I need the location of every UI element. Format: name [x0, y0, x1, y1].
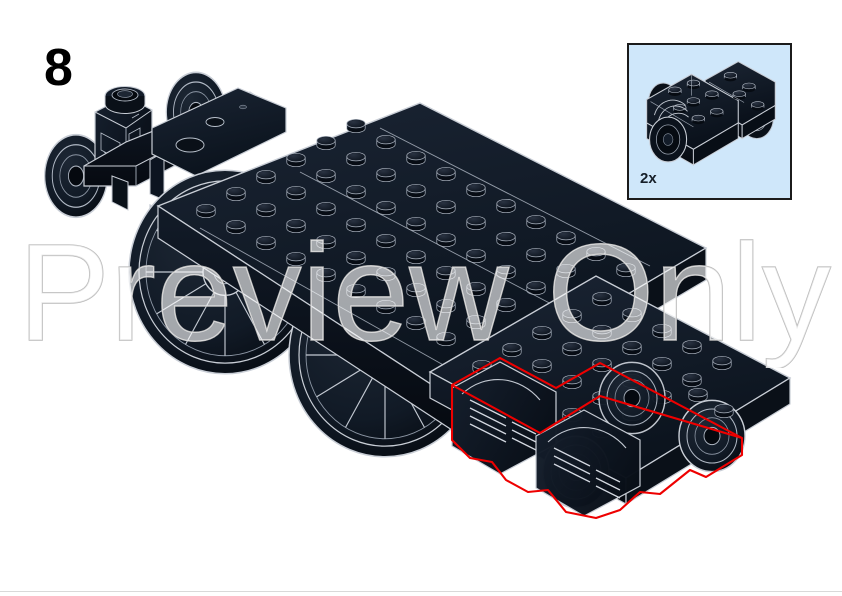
callout-wheel-front	[649, 116, 688, 163]
footer-divider	[0, 591, 842, 592]
suspension-detail-1	[469, 399, 537, 451]
step-number: 8	[44, 39, 73, 97]
new-wheel-holder-assembly	[451, 361, 641, 517]
callout-part-drawing	[646, 60, 776, 166]
callout-quantity-label: 2x	[640, 170, 657, 187]
chimney	[104, 85, 146, 114]
new-parts-highlight-outline	[450, 356, 744, 520]
front-deck-plate	[151, 87, 287, 177]
locomotive-front-assembly	[43, 71, 287, 219]
suspension-detail-2	[553, 447, 621, 499]
parts-callout-box: 2x	[627, 43, 792, 200]
